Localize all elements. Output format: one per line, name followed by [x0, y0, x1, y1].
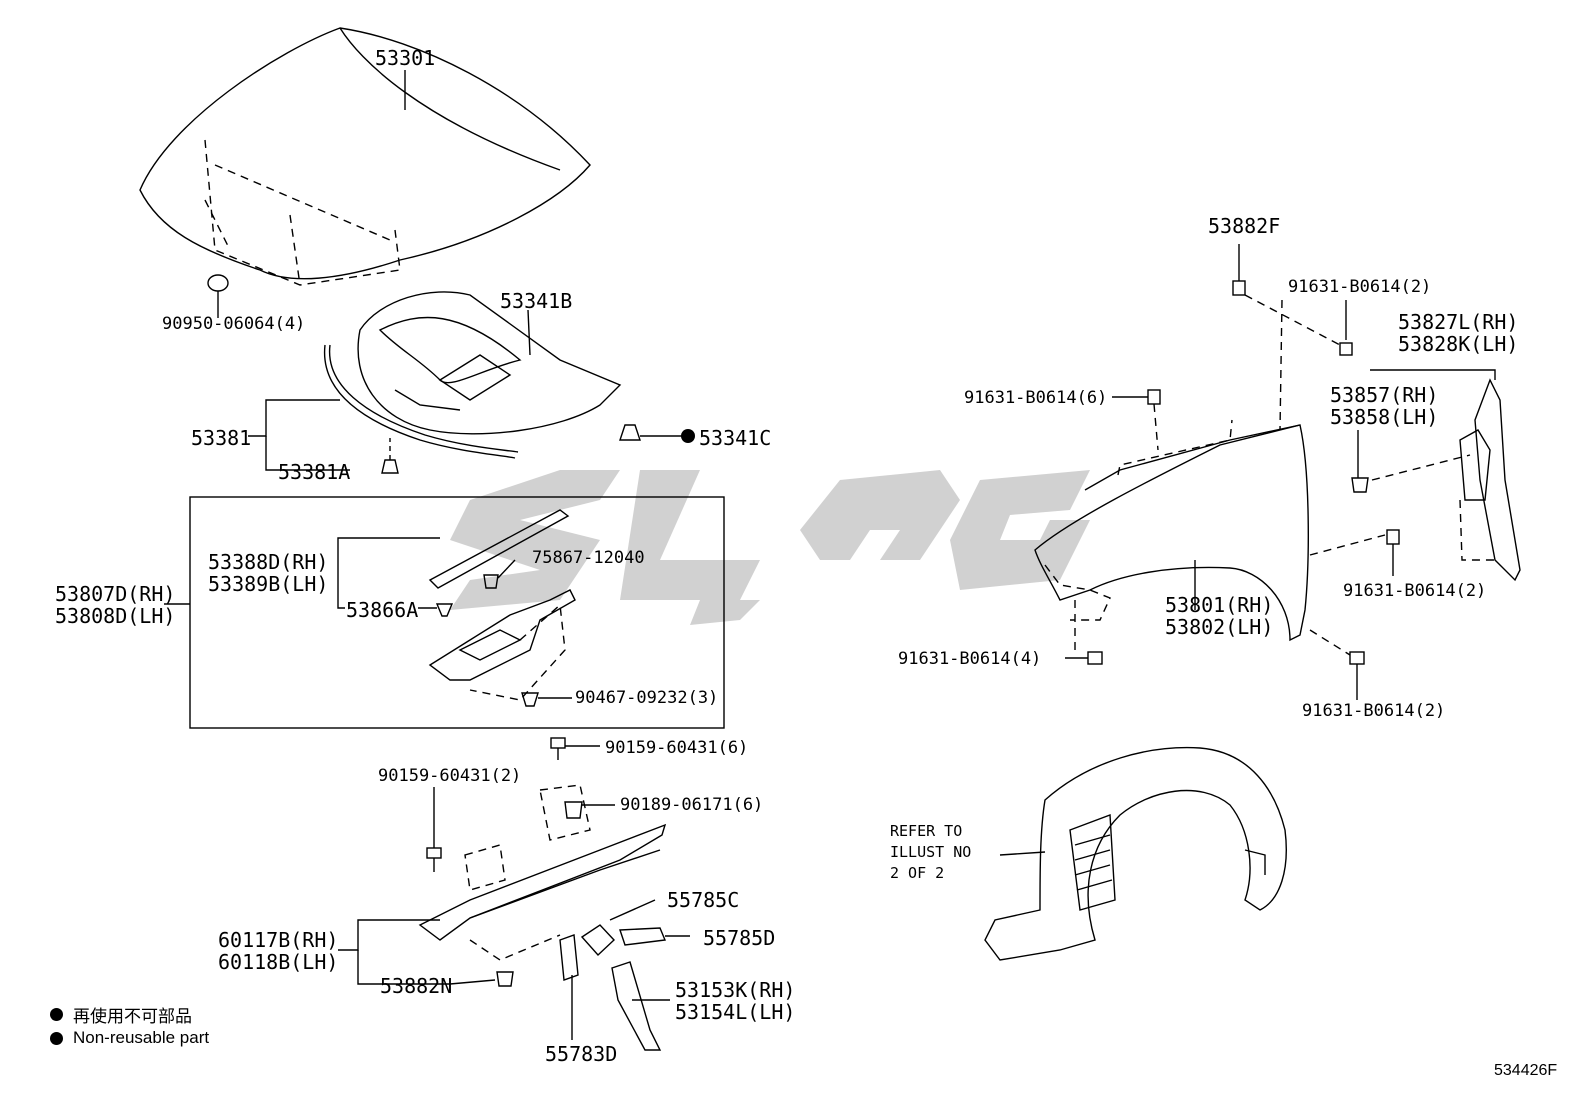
bracket-clip-icon	[1351, 430, 1369, 493]
label-seal-lh: 53389B(LH)	[208, 572, 329, 596]
bolt-top-icon	[550, 737, 600, 760]
label-cowl-lh: 60118B(LH)	[218, 950, 339, 974]
legend-line-en: Non-reusable part	[50, 1028, 209, 1048]
label-bracket-lh: 53828K(LH)	[1398, 332, 1519, 356]
fender-nut-icon	[1232, 244, 1341, 431]
bolt-left-icon	[426, 787, 442, 872]
seal-clip-icon	[381, 438, 399, 474]
pad-drawing	[580, 899, 690, 957]
label-hood-seal: 53381	[191, 426, 252, 450]
label-hood-clip: 90950-06064(4)	[162, 314, 306, 334]
hood-clip-icon	[207, 274, 229, 318]
label-spacer-rh: 53153K(RH)	[675, 978, 796, 1002]
label-insulator: 53341B	[500, 289, 573, 313]
insulator-clip-icon	[619, 424, 682, 441]
label-nut: 90189-06171(6)	[620, 795, 764, 815]
clip-90467-icon	[521, 692, 572, 707]
spacer-drawing	[611, 961, 670, 1051]
seal-clip-small-icon	[418, 603, 454, 617]
hood-drawing	[139, 27, 591, 286]
label-bracket2-lh: 53858(LH)	[1330, 405, 1439, 429]
label-spacer-lh: 53154L(LH)	[675, 1000, 796, 1024]
label-seal-d: 55783D	[545, 1042, 618, 1066]
seal-55783-drawing	[559, 934, 579, 1040]
image-code: 534426F	[1494, 1062, 1558, 1079]
cowl-clip-icon	[496, 971, 514, 987]
label-bracket2-rh: 53857(RH)	[1330, 383, 1439, 407]
legend-line-jp: 再使用不可部品	[50, 1002, 192, 1027]
label-pad-d: 55785D	[703, 926, 776, 950]
watermark-logo	[450, 470, 1090, 625]
hood-seal-drawing	[248, 344, 519, 471]
legend-dot-icon	[50, 1031, 63, 1045]
legend-dot-icon	[50, 1008, 63, 1021]
nut-icon	[564, 801, 615, 819]
seal-group-box	[189, 496, 725, 729]
legend-text-jp: 再使用不可部品	[73, 1007, 192, 1026]
label-clip-a: 75867-12040	[532, 548, 645, 568]
clip-75867-icon	[483, 559, 516, 589]
label-seal-clip: 53866A	[346, 598, 419, 622]
refer-note-line1: REFER TO	[890, 822, 963, 840]
label-hood-seal-clip: 53381A	[278, 460, 351, 484]
label-bolt-4: 91631-B0614(4)	[898, 649, 1042, 669]
fender-bracket-drawing	[1370, 369, 1521, 582]
label-cowl-rh: 60117B(RH)	[218, 928, 339, 952]
label-insulator-clip: 53341C	[699, 426, 772, 450]
bolt-fender-right-icon	[1309, 529, 1400, 576]
label-hood: 53301	[375, 46, 436, 70]
cowl-side-bracket-drawing	[428, 589, 576, 701]
bolt-fender-bottom-icon	[1309, 629, 1365, 700]
seal-strip-drawing	[337, 509, 570, 609]
label-fender-nut: 53882F	[1208, 214, 1281, 238]
label-bolt-2-right: 91631-B0614(2)	[1343, 581, 1487, 601]
label-fender-rh: 53801(RH)	[1165, 593, 1274, 617]
non-reusable-marker	[681, 429, 695, 443]
label-seal-rh: 53388D(RH)	[208, 550, 329, 574]
bolt-fender-top-icon	[1339, 300, 1353, 356]
label-bolt-6: 91631-B0614(6)	[964, 388, 1108, 408]
label-bolt-2-bottom: 91631-B0614(2)	[1302, 701, 1446, 721]
label-bolt-top: 90159-60431(6)	[605, 738, 749, 758]
label-bolt-left: 90159-60431(2)	[378, 766, 522, 786]
hood-insulator-drawing	[357, 291, 622, 435]
label-fender-lh: 53802(LH)	[1165, 615, 1274, 639]
bolt-fender-4-icon	[1065, 600, 1103, 665]
refer-note-line3: 2 OF 2	[890, 864, 945, 882]
fender-drawing	[1034, 419, 1309, 642]
label-clip-b: 90467-09232(3)	[575, 688, 719, 708]
legend-text-en: Non-reusable part	[73, 1028, 210, 1047]
label-pad-c: 55785C	[667, 888, 740, 912]
fender-liner-drawing	[984, 746, 1287, 961]
label-bracket-rh: 53827L(RH)	[1398, 310, 1519, 334]
bolt-fender-6-icon	[1112, 389, 1161, 451]
label-box-lh: 53808D(LH)	[55, 604, 176, 628]
refer-note-line2: ILLUST NO	[890, 843, 972, 861]
label-box-rh: 53807D(RH)	[55, 582, 176, 606]
label-bolt-2-top: 91631-B0614(2)	[1288, 277, 1432, 297]
cowl-panel-drawing	[338, 784, 667, 985]
label-cowl-clip: 53882N	[380, 974, 453, 998]
